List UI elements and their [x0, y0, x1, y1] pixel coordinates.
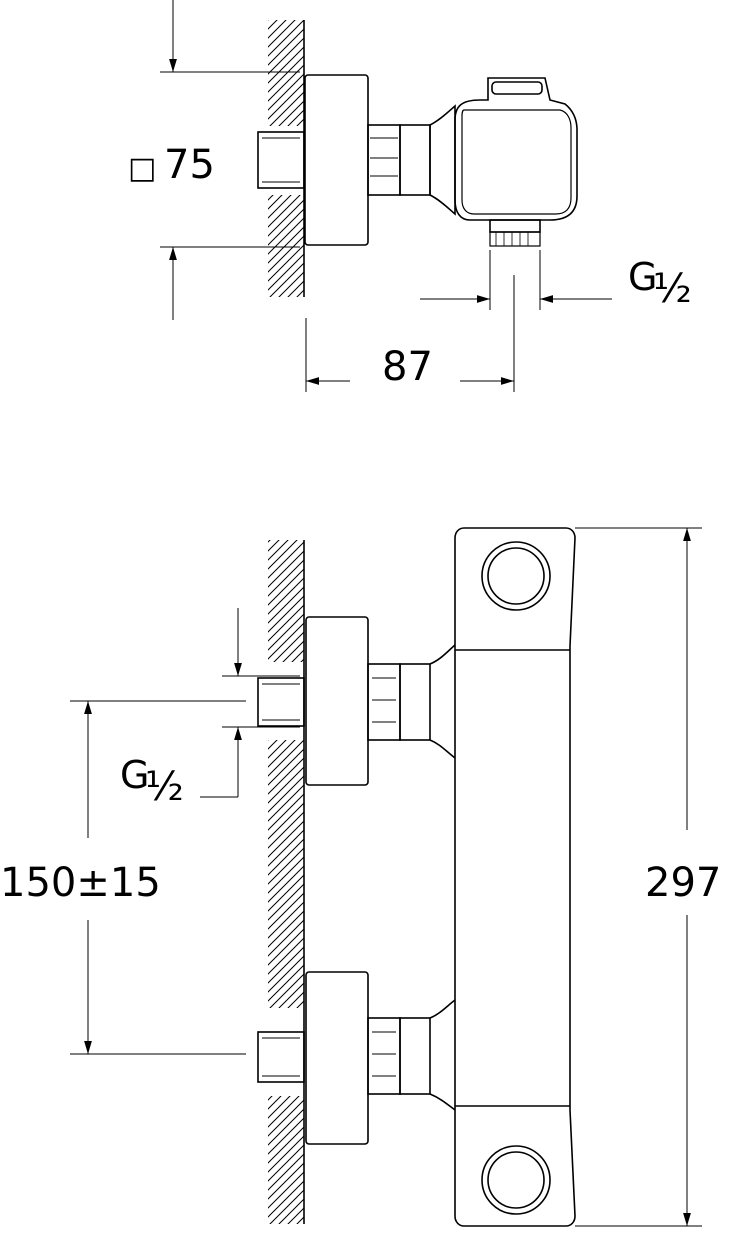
thread-top-size: ½: [653, 266, 692, 312]
square-symbol: □: [128, 151, 156, 186]
dim-height-297: [575, 527, 702, 1227]
dim-width-87: [305, 275, 515, 392]
valve-body-top: [454, 77, 578, 247]
dim-thread-top: [420, 250, 612, 310]
thread-front-size: ½: [145, 764, 184, 810]
escutcheon-top: [304, 74, 369, 246]
dim-thread-front: [200, 608, 300, 798]
thread-top-g: G: [628, 255, 657, 299]
thermostat-body: [454, 527, 576, 1227]
hex-nut-top: [367, 124, 431, 196]
height-dim-label: 297: [645, 860, 721, 906]
wall-connection-top: [257, 131, 305, 189]
width-87-label: 87: [382, 344, 433, 390]
upper-connection: [257, 616, 456, 786]
centers-dim-label: 150±15: [0, 860, 161, 906]
dim-centers-150: [70, 700, 246, 1055]
lower-connection: [257, 971, 456, 1145]
wall-hatch-front: [268, 540, 305, 1224]
square-size-label: 75: [164, 142, 215, 188]
thread-front-g: G: [120, 753, 149, 797]
top-view: [160, 0, 612, 392]
front-view: [70, 527, 702, 1227]
connector-top: [429, 104, 456, 216]
dim-square-75: [160, 0, 300, 320]
wall-hatch-top: [268, 20, 305, 297]
